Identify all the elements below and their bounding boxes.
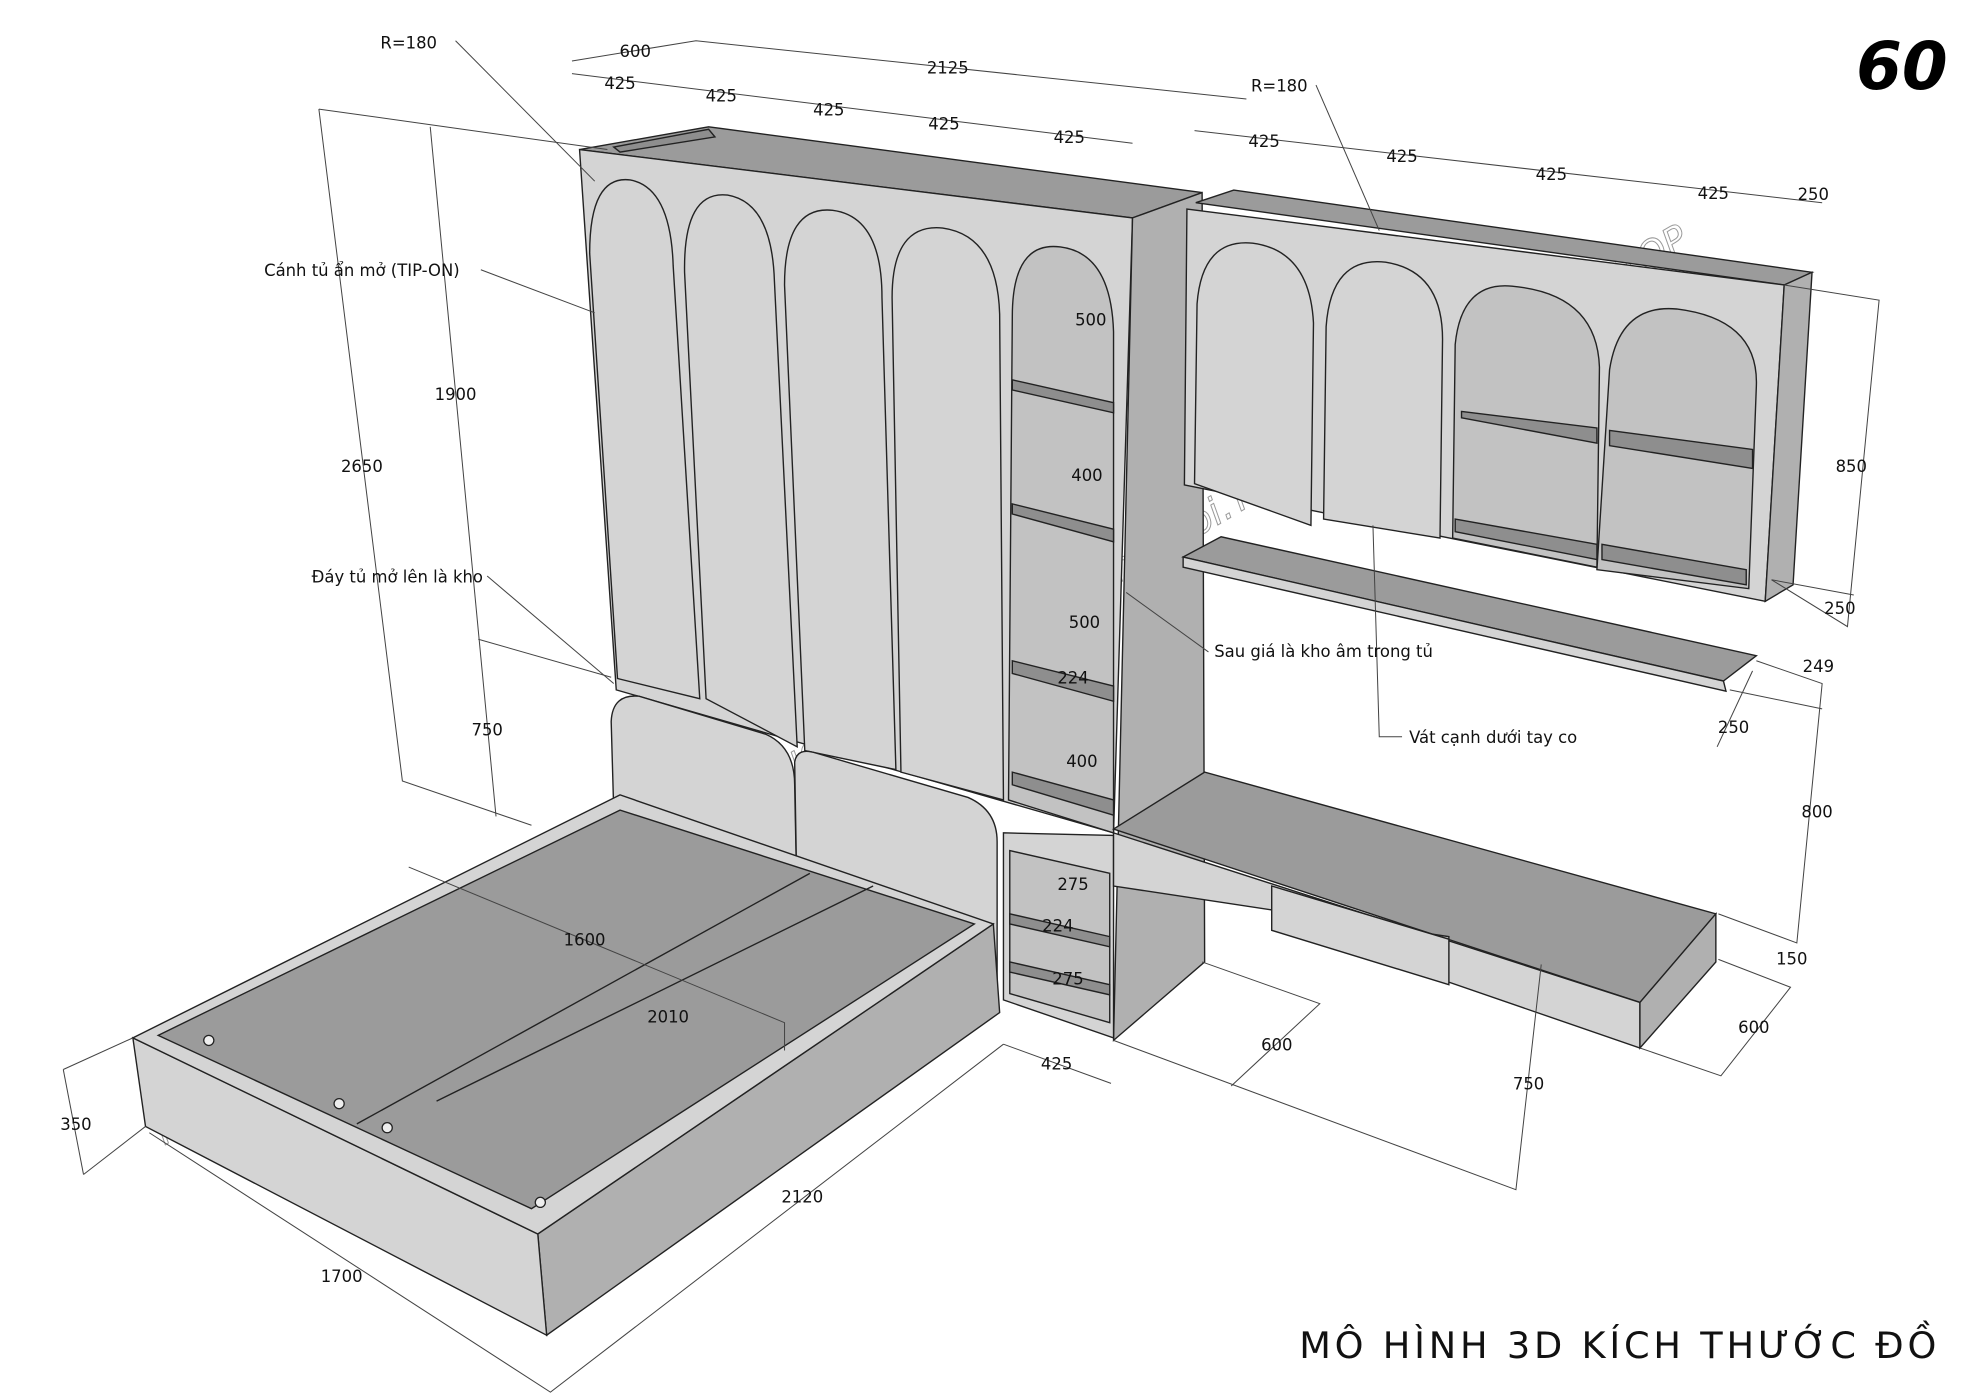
dim-upper-depth-top: 250 <box>1798 185 1829 204</box>
dim-cubby: 275 <box>1052 970 1083 989</box>
annotation-tip-on: Cánh tủ ẩn mở (TIP-ON) <box>264 261 460 280</box>
dim-cubby: 224 <box>1042 917 1073 936</box>
wall-shelf <box>1181 536 1758 693</box>
dim-bed-height: 350 <box>60 1115 91 1134</box>
dim-cubby: 275 <box>1057 875 1088 894</box>
dim-upper-module: 425 <box>1698 184 1729 203</box>
dim-module: 425 <box>706 86 737 105</box>
dim-shelf: 400 <box>1071 466 1102 485</box>
dim-desk-depth: 600 <box>1738 1018 1769 1037</box>
dimension-labels: R=180 600 2125 R=180 425 425 425 425 425… <box>60 33 1867 1286</box>
bed <box>131 794 1001 1337</box>
dim-wardrobe-depth: 600 <box>620 42 651 61</box>
dim-desk-apron: 150 <box>1776 949 1807 968</box>
dim-module: 425 <box>813 100 844 119</box>
annotation-storage-base: Đáy tủ mở lên là kho <box>312 567 483 586</box>
dim-desk-height: 800 <box>1801 803 1832 822</box>
annotation-chamfer: Vát cạnh dưới tay co <box>1409 728 1577 747</box>
dim-top-total: 2125 <box>927 59 969 78</box>
page-number: 60 <box>1856 28 1948 105</box>
dim-total-height: 2650 <box>341 457 383 476</box>
dim-shelf: 224 <box>1057 669 1088 688</box>
dim-module: 425 <box>604 74 635 93</box>
dim-shelf-thickness: 249 <box>1803 657 1834 676</box>
dim-upper-module: 425 <box>1536 165 1567 184</box>
dimension-lines <box>62 40 1880 1393</box>
dim-shelf: 500 <box>1075 310 1106 329</box>
radius-label-left: R=180 <box>380 33 437 52</box>
dim-bed-inner-length: 2010 <box>647 1008 689 1027</box>
dim-upper-height: 1900 <box>435 385 477 404</box>
dim-bed-width: 1700 <box>321 1267 363 1286</box>
dim-upper-depth: 250 <box>1824 599 1855 618</box>
dim-upper-module: 425 <box>1386 147 1417 166</box>
dim-upper-height: 850 <box>1836 457 1867 476</box>
desk <box>1111 771 1718 1050</box>
dim-upper-module: 425 <box>1248 132 1279 151</box>
radius-label-right: R=180 <box>1251 76 1308 95</box>
dim-desk-leg-depth: 600 <box>1261 1036 1292 1055</box>
dim-shelf: 400 <box>1066 752 1097 771</box>
dim-bed-length: 2120 <box>781 1187 823 1206</box>
dim-module: 425 <box>1054 128 1085 147</box>
upper-cabinet <box>1183 189 1815 603</box>
dim-headboard-height: 750 <box>471 720 502 739</box>
dim-shelf-depth: 250 <box>1718 718 1749 737</box>
dim-module: 425 <box>928 114 959 133</box>
dim-column-width: 425 <box>1041 1054 1072 1073</box>
lower-cubby <box>1002 832 1115 1039</box>
drawing-title: MÔ HÌNH 3D KÍCH THƯỚC ĐỒ <box>1299 1319 1940 1367</box>
dim-bed-inner-width: 1600 <box>564 930 606 949</box>
dim-desk-length: 750 <box>1513 1075 1544 1094</box>
dim-shelf: 500 <box>1069 613 1100 632</box>
annotation-hidden-storage: Sau giá là kho âm trong tủ <box>1214 642 1433 661</box>
